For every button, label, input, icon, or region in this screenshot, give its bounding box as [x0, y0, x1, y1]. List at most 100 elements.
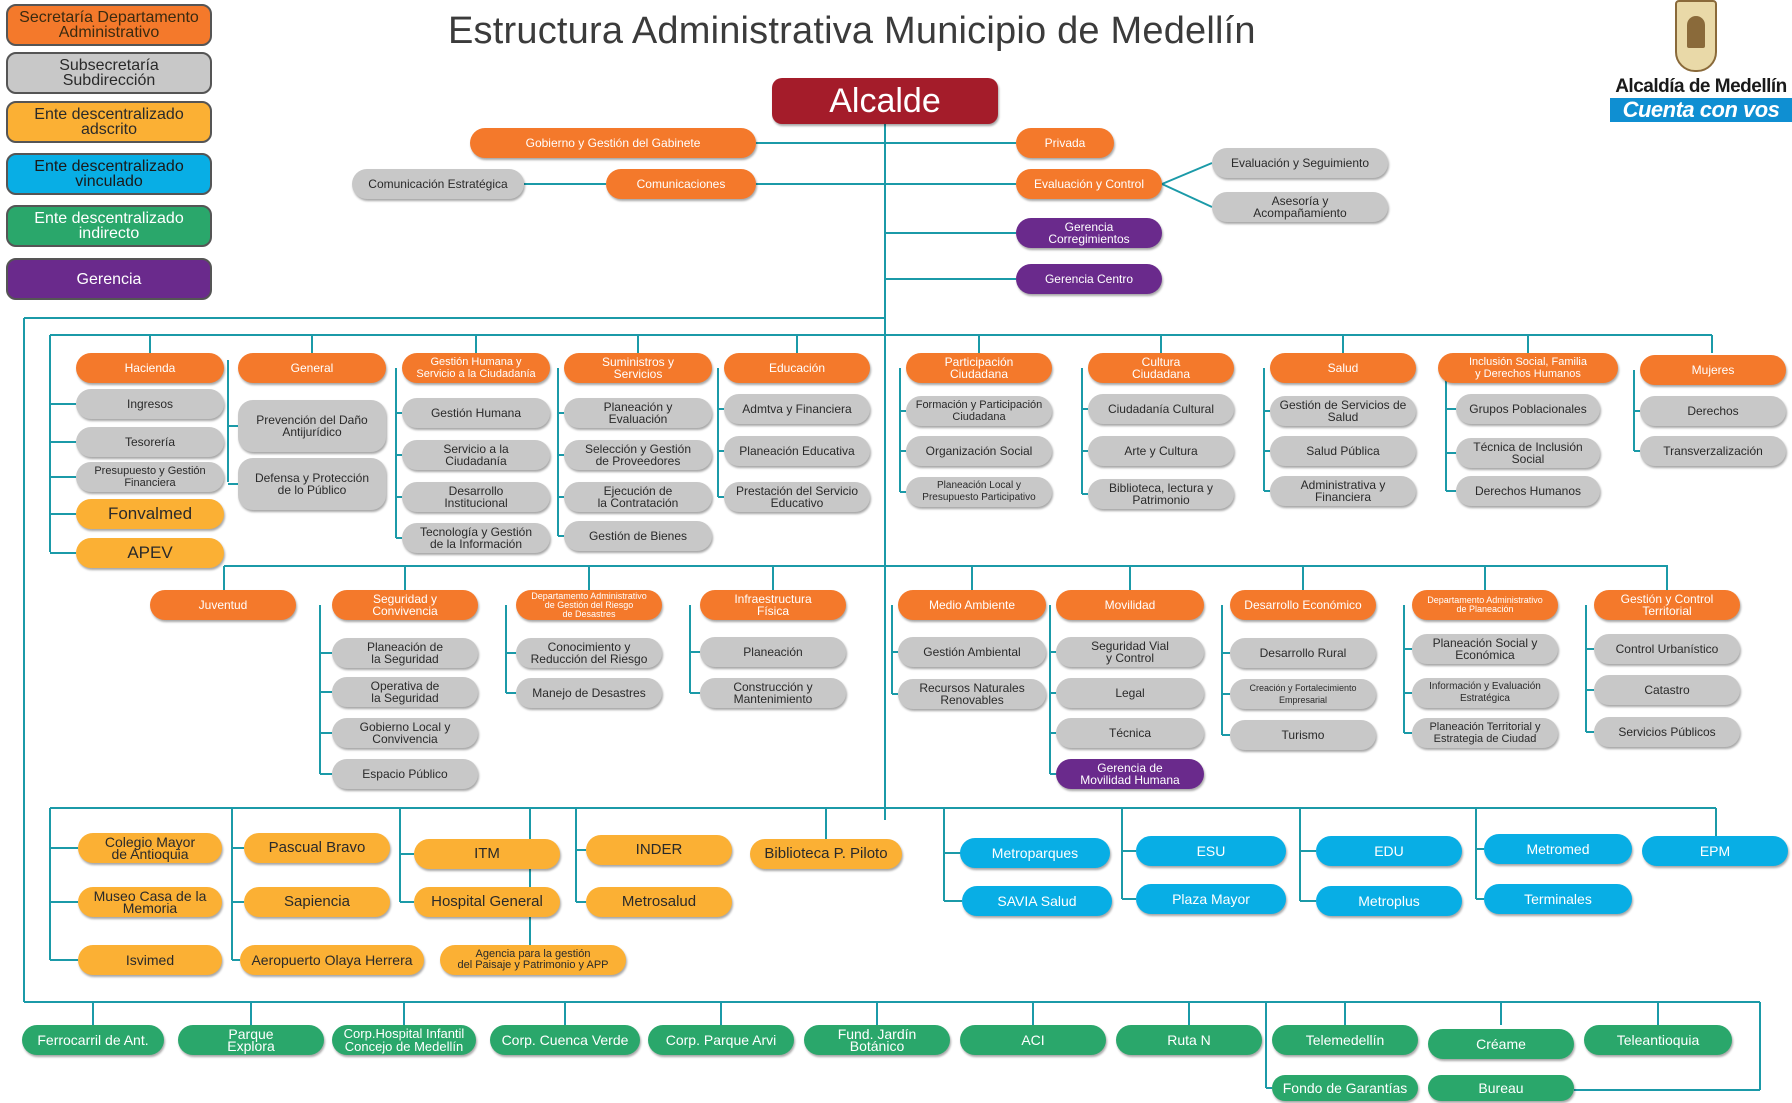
- logo-line-1: Alcaldía de Medellín: [1615, 76, 1787, 97]
- vinculado-plaza-mayor: Plaza Mayor: [1136, 884, 1286, 914]
- row1-head-mujeres: Mujeres: [1640, 355, 1786, 385]
- row2-head-medio-ambiente: Medio Ambiente: [898, 590, 1046, 620]
- row1-item: Ciudadanía Cultural: [1088, 394, 1234, 424]
- vinculado-metromed: Metromed: [1484, 834, 1632, 864]
- row2-head-infraestructura: Infraestructura Física: [700, 590, 846, 620]
- indirecto-node: Bureau: [1428, 1075, 1574, 1101]
- row2-item: Manejo de Desastres: [516, 678, 662, 708]
- row2-item: Espacio Público: [332, 759, 478, 789]
- vinculado-metroplus: Metroplus: [1316, 886, 1462, 916]
- row2-item: Información y Evaluación Estratégica: [1412, 678, 1558, 708]
- indirecto-node: ACI: [960, 1025, 1106, 1055]
- row1-item: Organización Social: [906, 436, 1052, 466]
- connector-line: [1161, 162, 1213, 185]
- row1-item: Derechos: [1640, 396, 1786, 426]
- row2-item: Control Urbanístico: [1594, 634, 1740, 664]
- row1-item: Ingresos: [76, 389, 224, 419]
- row1-head-gestion-humana: Gestión Humana y Servicio a la Ciudadaní…: [402, 353, 550, 383]
- row1-item: Planeación Educativa: [724, 436, 870, 466]
- row2-head-juventud: Juventud: [150, 590, 296, 620]
- gobierno-gestion-gabinete: Gobierno y Gestión del Gabinete: [470, 128, 756, 158]
- row2-item: Construcción y Mantenimiento: [700, 678, 846, 708]
- row1-item: Grupos Poblacionales: [1456, 394, 1600, 424]
- adscrito-node: Museo Casa de la Memoria: [78, 887, 222, 917]
- row1-item: Transverzalización: [1640, 436, 1786, 466]
- row1-item: Admtva y Financiera: [724, 394, 870, 424]
- row2-item: Desarrollo Rural: [1230, 638, 1376, 668]
- coat-of-arms-icon: [1675, 0, 1717, 72]
- row1-head-cultura: Cultura Ciudadana: [1088, 353, 1234, 383]
- row2-item: Turismo: [1230, 720, 1376, 750]
- row2-item: Legal: [1056, 678, 1204, 708]
- row2-head-gestion-control-territorial: Gestión y Control Territorial: [1594, 590, 1740, 620]
- row1-item: Servicio a la Ciudadanía: [402, 440, 550, 470]
- legend-gerencia: Gerencia: [6, 258, 212, 300]
- row1-item: Derechos Humanos: [1456, 476, 1600, 506]
- adscrito-node: Metrosalud: [586, 887, 732, 917]
- row2-item: Servicios Públicos: [1594, 717, 1740, 747]
- row1-item: Ejecución de la Contratación: [564, 482, 712, 512]
- row2-item: Gobierno Local y Convivencia: [332, 718, 478, 748]
- row1-head-salud: Salud: [1270, 353, 1416, 383]
- gerencia-corregimientos: Gerencia Corregimientos: [1016, 218, 1162, 248]
- row2-item: Planeación de la Seguridad: [332, 638, 478, 668]
- alcalde-node: Alcalde: [772, 78, 998, 124]
- row1-item: Formación y Participación Ciudadana: [906, 396, 1052, 426]
- adscrito-node: Isvimed: [78, 945, 222, 975]
- row1-item: Arte y Cultura: [1088, 436, 1234, 466]
- gerencia-movilidad-humana: Gerencia de Movilidad Humana: [1056, 759, 1204, 789]
- alcaldia-logo: Alcaldía de Medellín Cuenta con vos: [1610, 0, 1792, 125]
- agencia-paisaje: Agencia para la gestión del Paisaje y Pa…: [440, 945, 626, 975]
- adscrito-node: Colegio Mayor de Antioquia: [78, 833, 222, 863]
- row1-item: Técnica de Inclusión Social: [1456, 438, 1600, 468]
- indirecto-node: Corp.Hospital Infantil Concejo de Medell…: [332, 1025, 476, 1055]
- row1-item: Planeación y Evaluación: [564, 398, 712, 428]
- vinculado-esu: ESU: [1136, 836, 1286, 866]
- row1-item: Selección y Gestión de Proveedores: [564, 440, 712, 470]
- legend-vinculado: Ente descentralizado vinculado: [6, 153, 212, 195]
- indirecto-node: Telemedellín: [1272, 1025, 1418, 1055]
- row2-item: Seguridad Vial y Control: [1056, 637, 1204, 667]
- legend-secretaria: Secretaría Departamento Administrativo: [6, 4, 212, 46]
- privada: Privada: [1016, 128, 1114, 158]
- fonvalmed: Fonvalmed: [76, 499, 224, 529]
- row1-item: Gestión de Bienes: [564, 521, 712, 551]
- row1-item: Gestión Humana: [402, 398, 550, 428]
- row1-item: Prestación del Servicio Educativo: [724, 482, 870, 512]
- row2-item: Técnica: [1056, 718, 1204, 748]
- row1-head-general: General: [238, 353, 386, 383]
- row1-item: Planeación Local y Presupuesto Participa…: [906, 477, 1052, 507]
- row2-head-seguridad: Seguridad y Convivencia: [332, 590, 478, 620]
- indirecto-node: Fondo de Garantías: [1272, 1075, 1418, 1101]
- row1-item: Tesorería: [76, 427, 224, 457]
- comunicaciones: Comunicaciones: [606, 169, 756, 199]
- legend-indirecto: Ente descentralizado indirecto: [6, 205, 212, 247]
- row1-item: Salud Pública: [1270, 436, 1416, 466]
- vinculado-epm: EPM: [1642, 836, 1788, 866]
- row1-item: Presupuesto y Gestión Financiera: [76, 462, 224, 492]
- indirecto-node: Teleantioquia: [1584, 1025, 1732, 1055]
- row2-item: Operativa de la Seguridad: [332, 677, 478, 707]
- row2-head-gestion-riesgo: Departamento Administrativo de Gestión d…: [516, 590, 662, 620]
- indirecto-node: Corp. Cuenca Verde: [490, 1025, 640, 1055]
- adscrito-node: Hospital General: [414, 887, 560, 917]
- indirecto-node: Créame: [1428, 1029, 1574, 1059]
- indirecto-node: Ruta N: [1116, 1025, 1262, 1055]
- row1-head-inclusion: Inclusión Social, Familia y Derechos Hum…: [1438, 353, 1618, 383]
- apev: APEV: [76, 538, 224, 568]
- row2-item: Gestión Ambiental: [898, 637, 1046, 667]
- row2-item: Conocimiento y Reducción del Riesgo: [516, 638, 662, 668]
- row2-item: Planeación Social y Económica: [1412, 634, 1558, 664]
- asesoria-acompanamiento: Asesoría y Acompañamiento: [1212, 192, 1388, 222]
- row2-head-planeacion: Departamento Administrativo de Planeació…: [1412, 590, 1558, 620]
- vinculado-savia: SAVIA Salud: [962, 886, 1112, 916]
- biblioteca-piloto: Biblioteca P. Piloto: [750, 839, 902, 869]
- indirecto-node: Ferrocarril de Ant.: [22, 1025, 164, 1055]
- adscrito-node: INDER: [586, 835, 732, 865]
- row1-head-suministros: Suministros y Servicios: [564, 353, 712, 383]
- comunicacion-estrategica: Comunicación Estratégica: [352, 169, 524, 199]
- row1-item: Tecnología y Gestión de la Información: [402, 523, 550, 553]
- indirecto-node: Corp. Parque Arvi: [648, 1025, 794, 1055]
- row1-item: Gestión de Servicios de Salud: [1270, 396, 1416, 426]
- connector-line: [1161, 183, 1213, 208]
